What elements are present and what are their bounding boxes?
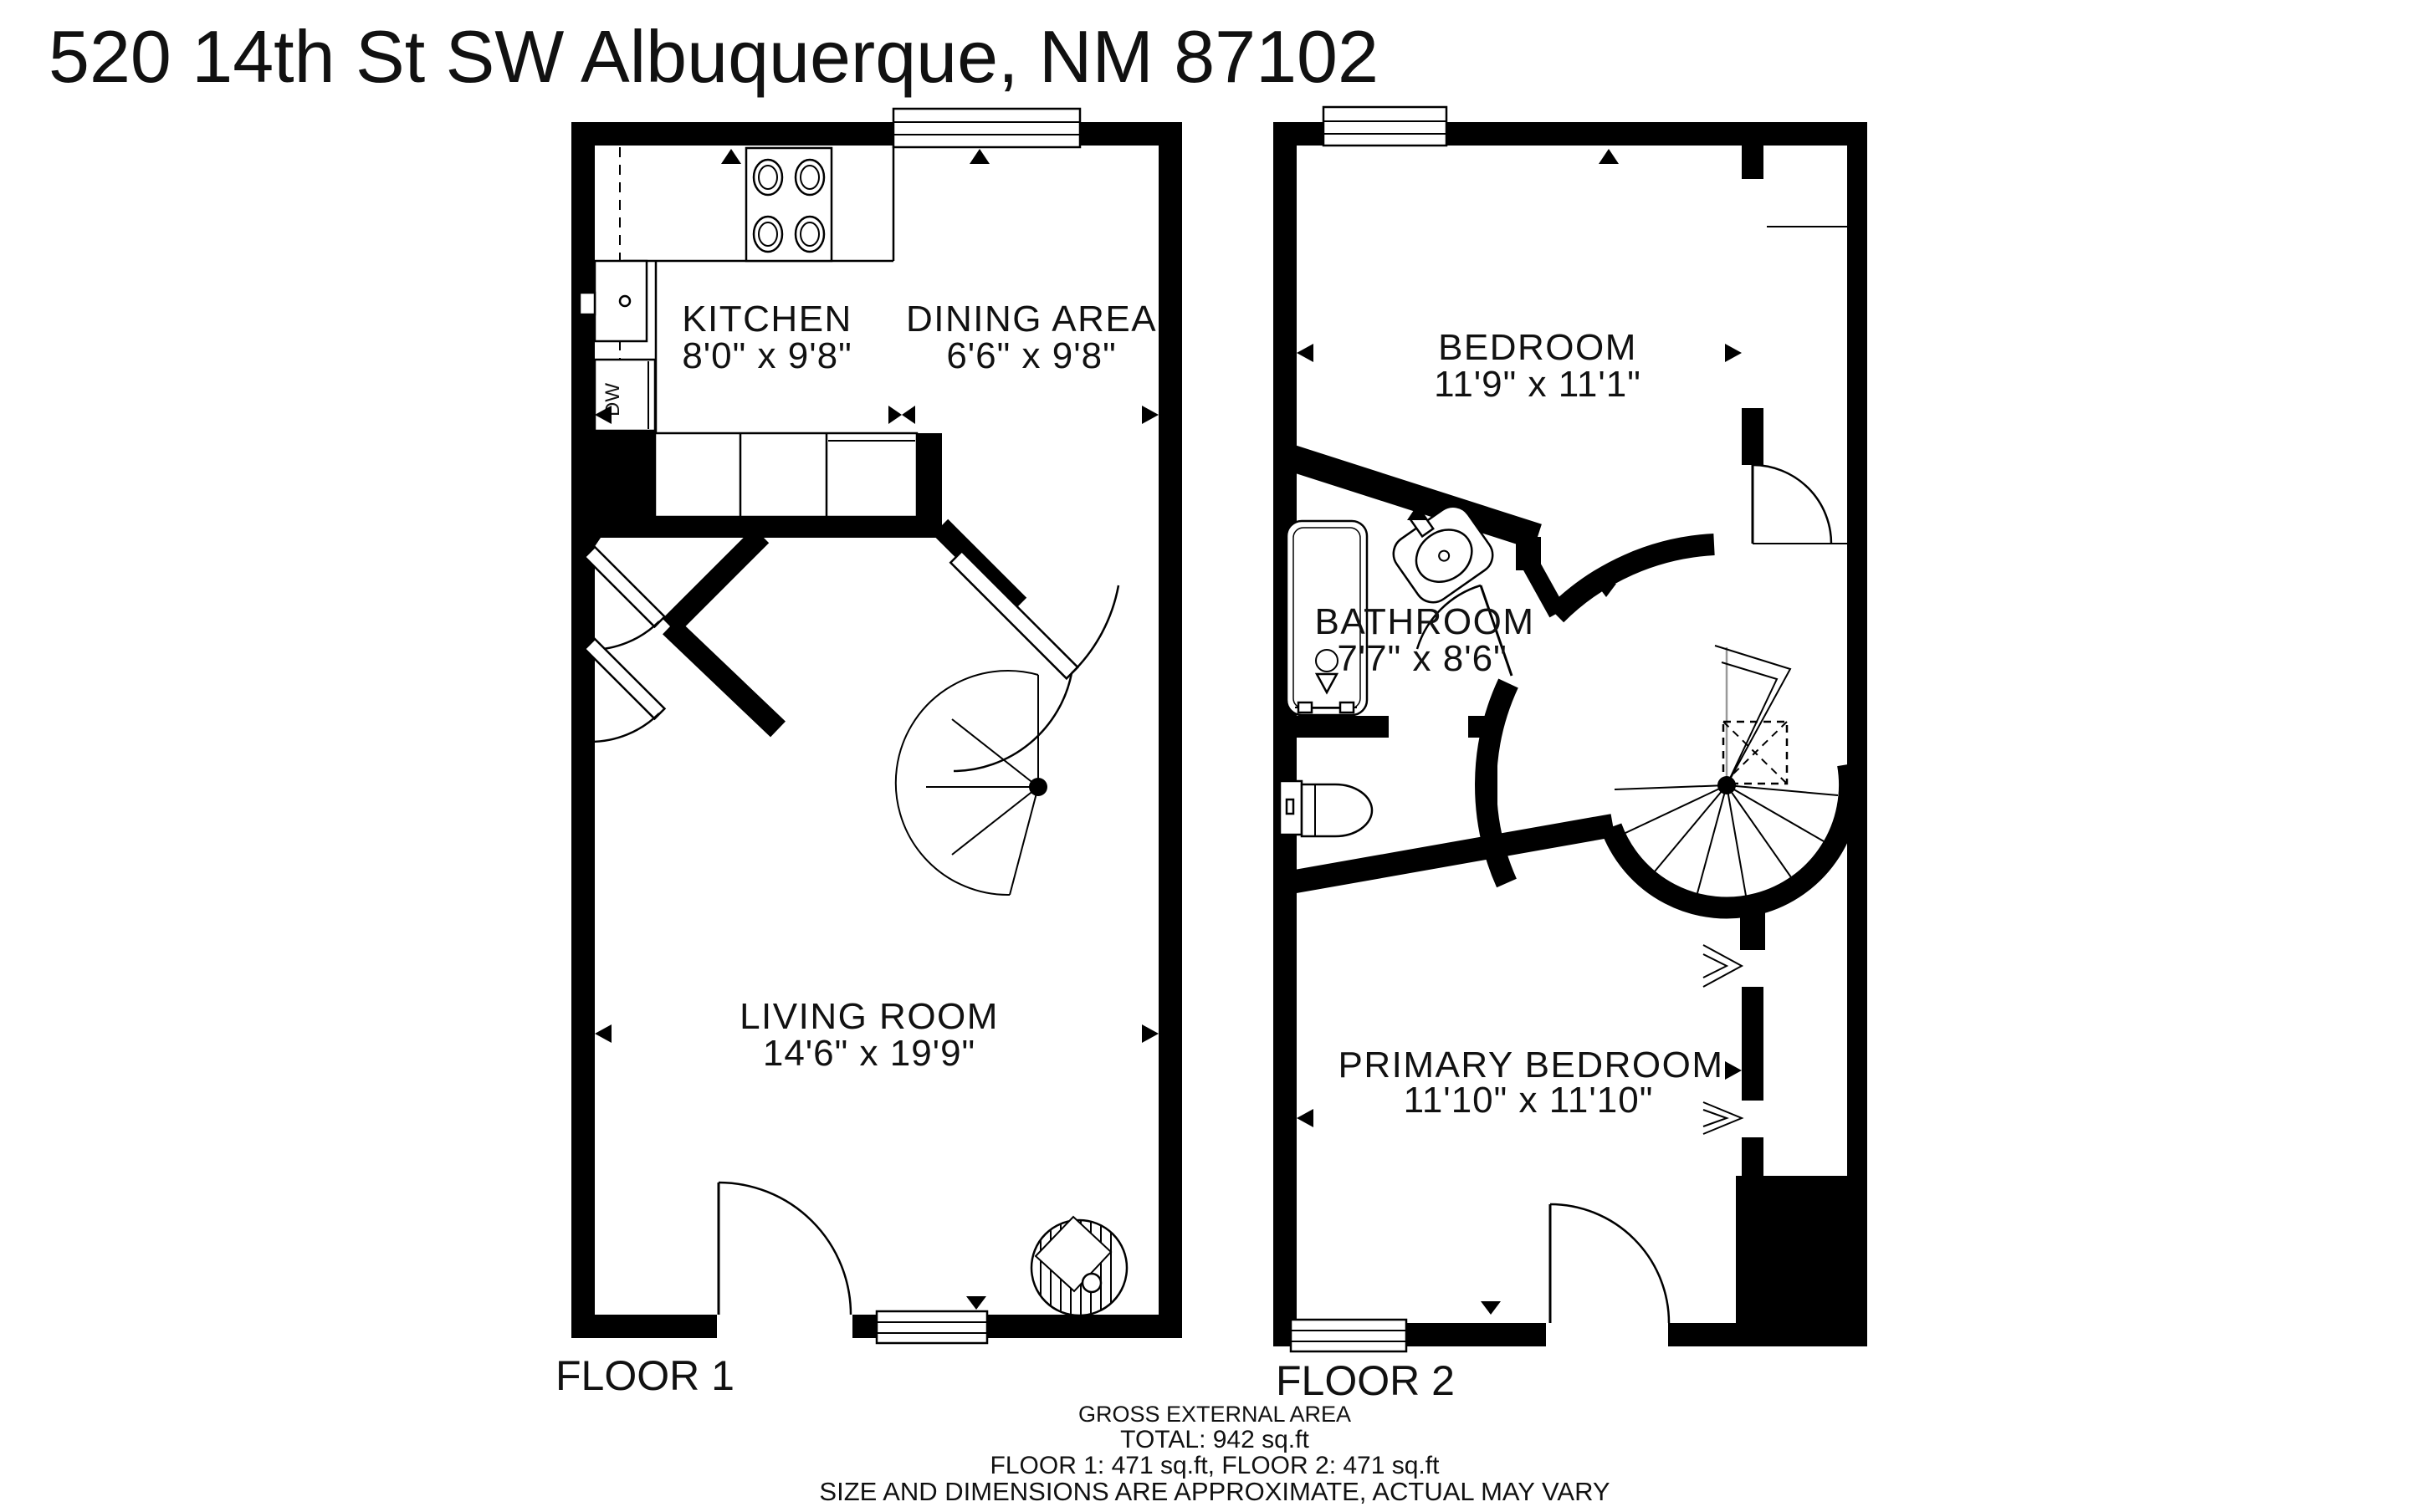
- living-room-label: LIVING ROOM 14'6" x 19'9": [740, 996, 999, 1074]
- primary-bedroom-dims: 11'10" x 11'10": [1404, 1080, 1654, 1121]
- refrigerator: [578, 259, 648, 343]
- floor1-plan: DW: [555, 107, 1182, 1399]
- bedroom-dims: 11'9" x 11'1": [1434, 364, 1641, 405]
- stair-center-post: [1029, 778, 1047, 796]
- bathroom-name: BATHROOM: [1315, 601, 1535, 642]
- floor1-top-window: [892, 107, 1082, 149]
- primary-closet: [1702, 944, 1763, 1176]
- bathroom-door: [1415, 584, 1513, 677]
- bedroom-name: BEDROOM: [1438, 327, 1637, 368]
- spiral-staircase-floor2: [1614, 645, 1839, 896]
- stair-treads: [1614, 784, 1839, 896]
- stove: [745, 146, 833, 263]
- gross-area-label: GROSS EXTERNAL AREA: [1078, 1402, 1351, 1427]
- floor2-wall-markers: [1297, 149, 1742, 1315]
- floor2-bottom-window: [1289, 1318, 1408, 1353]
- bedroom-door: [1742, 146, 1847, 544]
- chase-block: [1736, 1176, 1867, 1346]
- front-door: [717, 1181, 852, 1338]
- bathroom-label: BATHROOM 7'7" x 8'6": [1315, 601, 1535, 679]
- bathroom-sink: [1392, 505, 1494, 604]
- spiral-staircase-floor1: [894, 670, 1047, 896]
- closet-rod-icon: [1702, 944, 1744, 1135]
- stove-burner-icon: [752, 158, 826, 253]
- primary-bedroom-door: [1546, 1203, 1671, 1346]
- total-area: TOTAL: 942 sq.ft: [1120, 1426, 1309, 1453]
- disclaimer: SIZE AND DIMENSIONS ARE APPROXIMATE, ACT…: [819, 1477, 1610, 1506]
- living-name: LIVING ROOM: [740, 996, 999, 1037]
- floor2-interior-walls: [1274, 445, 1861, 950]
- floor-areas: FLOOR 1: 471 sq.ft, FLOOR 2: 471 sq.ft: [990, 1452, 1441, 1479]
- floor2-label: FLOOR 2: [1276, 1357, 1455, 1404]
- bedroom-label: BEDROOM 11'9" x 11'1": [1434, 327, 1641, 405]
- toilet: [1278, 779, 1374, 838]
- floor1-label: FLOOR 1: [555, 1352, 734, 1399]
- living-room-door: [949, 549, 1120, 773]
- floor2-plan: BEDROOM 11'9" x 11'1" BATHROOM 7'7" x 8'…: [1273, 105, 1867, 1404]
- page-title: 520 14th St SW Albuquerque, NM 87102: [49, 15, 1379, 98]
- primary-bedroom-label: PRIMARY BEDROOM 11'10" x 11'10": [1338, 1045, 1724, 1121]
- living-dims: 14'6" x 19'9": [763, 1033, 975, 1074]
- dining-label: DINING AREA 6'6" x 9'8": [906, 299, 1157, 376]
- floor-medallion: [1030, 1215, 1129, 1317]
- kitchen-label: KITCHEN 8'0" x 9'8": [682, 299, 852, 376]
- floor1-bottom-window: [875, 1310, 989, 1345]
- entry-closet-doors: [583, 545, 667, 743]
- kitchen-name: KITCHEN: [682, 299, 852, 340]
- dishwasher: DW: [593, 358, 657, 432]
- floor2-top-window: [1322, 105, 1448, 147]
- stair-center-post: [1717, 776, 1736, 794]
- bathroom-dims: 7'7" x 8'6": [1337, 638, 1507, 679]
- bathtub: [1285, 519, 1369, 717]
- floor1-interior-walls: [571, 431, 1027, 738]
- primary-bedroom-name: PRIMARY BEDROOM: [1338, 1045, 1724, 1085]
- kitchen-dims: 8'0" x 9'8": [682, 335, 852, 376]
- dining-dims: 6'6" x 9'8": [946, 335, 1116, 376]
- area-summary: GROSS EXTERNAL AREA TOTAL: 942 sq.ft FLO…: [819, 1402, 1610, 1506]
- floor1-wall-markers: [595, 149, 1159, 1310]
- floor1-exterior-walls: [571, 122, 1182, 1338]
- dining-name: DINING AREA: [906, 299, 1157, 340]
